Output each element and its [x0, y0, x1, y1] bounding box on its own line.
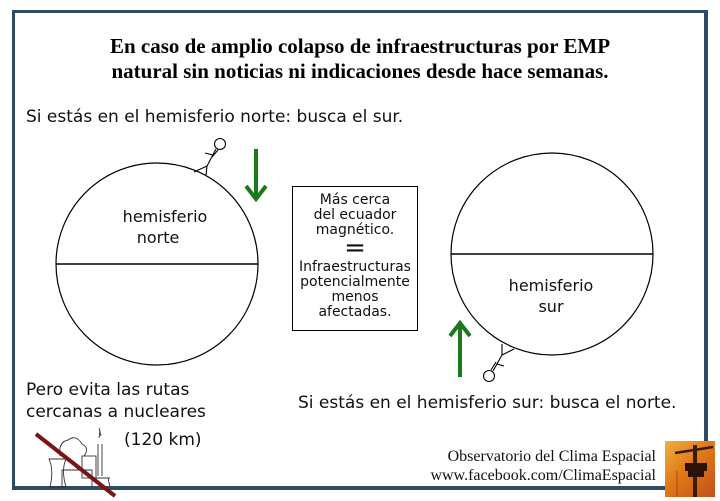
nuclear-plant-crossed-icon — [34, 427, 117, 498]
center-box-line-4: Infraestructuras — [299, 259, 411, 275]
frame-bottom-border — [12, 486, 666, 490]
nuclear-warning-line-1: Pero evita las rutas — [26, 380, 190, 400]
footer-org-name: Observatorio del Clima Espacial — [447, 448, 656, 465]
headline: En caso de amplio colapso de infraestruc… — [60, 34, 660, 84]
center-box-line-3: magnético. — [315, 222, 395, 238]
green-arrow-up-icon — [448, 319, 472, 377]
center-box-line-6: menos — [331, 289, 379, 305]
nuclear-warning-caption: Pero evita las rutas cercanas a nucleare… — [26, 379, 206, 423]
globe-north-label-line-2: norte — [136, 228, 180, 247]
frame-right-border — [704, 10, 708, 442]
globe-south — [450, 152, 654, 356]
stick-figure-icon — [482, 344, 515, 383]
center-explanation-box: Más cerca del ecuador magnético. = Infra… — [292, 186, 418, 331]
headline-line-2: natural sin noticias ni indicaciones des… — [111, 59, 609, 83]
globe-north — [55, 162, 259, 366]
globe-north-label: hemisferio norte — [100, 206, 230, 248]
power-pole-logo-icon — [665, 441, 715, 497]
nuclear-distance: (120 km) — [124, 430, 202, 450]
globe-south-label: hemisferio sur — [486, 275, 616, 317]
frame-top-border — [12, 10, 708, 13]
frame-left-border — [12, 10, 15, 490]
globe-north-label-line-1: hemisferio — [122, 207, 208, 226]
center-box-line-2: del ecuador — [313, 207, 397, 223]
footer-credits: Observatorio del Clima Espacial www.face… — [400, 447, 656, 485]
green-arrow-down-icon — [244, 149, 268, 203]
stick-figure-icon — [193, 137, 227, 176]
north-advice-caption: Si estás en el hemisferio norte: busca e… — [26, 107, 404, 127]
footer-url: www.facebook.com/ClimaEspacial — [430, 467, 656, 484]
headline-line-1: En caso de amplio colapso de infraestruc… — [109, 34, 611, 58]
center-box-line-5: potencialmente — [300, 274, 410, 290]
nuclear-warning-line-2: cercanas a nucleares — [26, 402, 206, 422]
globe-south-label-line-1: hemisferio — [508, 276, 594, 295]
center-box-line-7: afectadas. — [318, 304, 392, 320]
globe-south-label-line-2: sur — [538, 297, 564, 316]
equals-sign: = — [344, 233, 366, 263]
south-advice-caption: Si estás en el hemisferio sur: busca el … — [298, 393, 677, 413]
center-box-line-1: Más cerca — [319, 192, 391, 208]
